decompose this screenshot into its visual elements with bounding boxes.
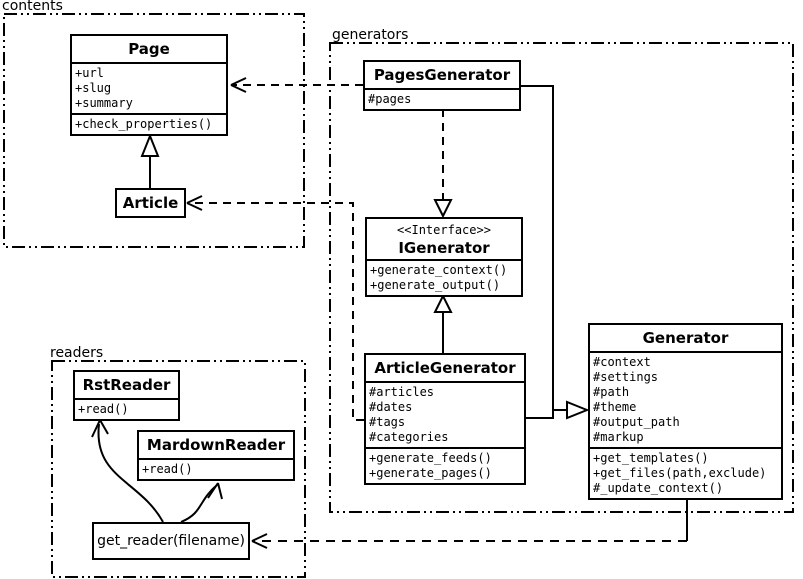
class-generator-name: Generator	[590, 325, 781, 353]
class-generator-attributes: #context#settings#path#theme#output_path…	[590, 353, 781, 447]
edge-pagesgenerator-realizes-igenerator	[433, 109, 453, 219]
class-article-generator-name: ArticleGenerator	[366, 355, 524, 383]
member: +get_templates()	[593, 451, 709, 465]
edge-articlegenerator-depends-article	[186, 195, 364, 421]
class-markdown-reader-methods: +read()	[139, 460, 293, 479]
edge-getreader-to-markdownreader	[180, 482, 223, 523]
class-markdown-reader-name: MardownReader	[139, 432, 293, 460]
package-frame-contents	[3, 13, 305, 248]
member: +generate_pages()	[369, 466, 492, 480]
interface-igenerator-name: IGenerator	[398, 239, 490, 257]
class-page-name: Page	[72, 36, 226, 64]
package-label-contents: contents	[2, 0, 63, 14]
member: #dates	[369, 400, 413, 414]
class-generator-methods: +get_templates()+get_files(path,exclude)…	[590, 447, 781, 498]
member: +read()	[78, 402, 129, 416]
member: +check_properties()	[75, 117, 213, 131]
class-rst-reader-name: RstReader	[75, 372, 178, 400]
edge-generator-depends-getreader	[251, 495, 688, 549]
member: #output_path	[593, 415, 680, 429]
package-label-generators: generators	[332, 27, 409, 43]
edge-getreader-to-rstreader	[91, 419, 164, 523]
interface-igenerator-stereotype: <<Interface>>	[397, 223, 491, 237]
interface-igenerator: <<Interface>> IGenerator +generate_conte…	[365, 217, 523, 297]
class-generator: Generator #context#settings#path#theme#o…	[588, 323, 783, 500]
class-markdown-reader: MardownReader +read()	[137, 430, 295, 481]
member: +url	[75, 66, 104, 80]
member: #_update_context()	[593, 481, 724, 495]
package-frame-generators	[329, 42, 794, 513]
member: +get_files(path,exclude)	[593, 466, 767, 480]
class-article-generator-attributes: #articles#dates#tags#categories	[366, 383, 524, 447]
edge-generators-generalize-generator	[520, 85, 590, 420]
interface-igenerator-header: <<Interface>> IGenerator	[367, 219, 521, 261]
interface-igenerator-methods: +generate_context()+generate_output()	[367, 261, 521, 295]
member: #pages	[368, 92, 412, 106]
member: +slug	[75, 81, 112, 95]
class-article-generator-methods: +generate_feeds()+generate_pages()	[366, 447, 524, 483]
package-label-readers: readers	[50, 345, 104, 361]
class-page-attributes: +url+slug+summary	[72, 64, 226, 113]
member: #tags	[369, 415, 406, 429]
class-pages-generator-attributes: #pages	[365, 90, 519, 109]
member: +read()	[142, 462, 193, 476]
class-article-name: Article	[122, 194, 179, 212]
member: +generate_output()	[370, 278, 501, 292]
class-page-methods: +check_properties()	[72, 113, 226, 134]
member: #settings	[593, 370, 659, 384]
class-page: Page +url+slug+summary +check_properties…	[70, 34, 228, 136]
edge-article-generalizes-page	[140, 133, 160, 188]
edge-pagesgenerator-depends-page	[230, 77, 363, 93]
member: #theme	[593, 400, 637, 414]
member: +summary	[75, 96, 133, 110]
package-frame-readers	[51, 360, 306, 578]
class-pages-generator: PagesGenerator #pages	[363, 60, 521, 111]
class-pages-generator-name: PagesGenerator	[365, 62, 519, 90]
member: #context	[593, 355, 651, 369]
member: #categories	[369, 430, 449, 444]
member: #path	[593, 385, 630, 399]
edge-articlegenerator-generalizes-igenerator	[433, 293, 453, 353]
member: #markup	[593, 430, 644, 444]
member: +generate_context()	[370, 263, 508, 277]
class-rst-reader-methods: +read()	[75, 400, 178, 419]
member: +generate_feeds()	[369, 451, 492, 465]
function-box-get-reader: get_reader(filename)	[92, 522, 250, 560]
member: #articles	[369, 385, 435, 399]
class-article-generator: ArticleGenerator #articles#dates#tags#ca…	[364, 353, 526, 485]
class-article: Article	[115, 188, 186, 218]
class-rst-reader: RstReader +read()	[73, 370, 180, 421]
